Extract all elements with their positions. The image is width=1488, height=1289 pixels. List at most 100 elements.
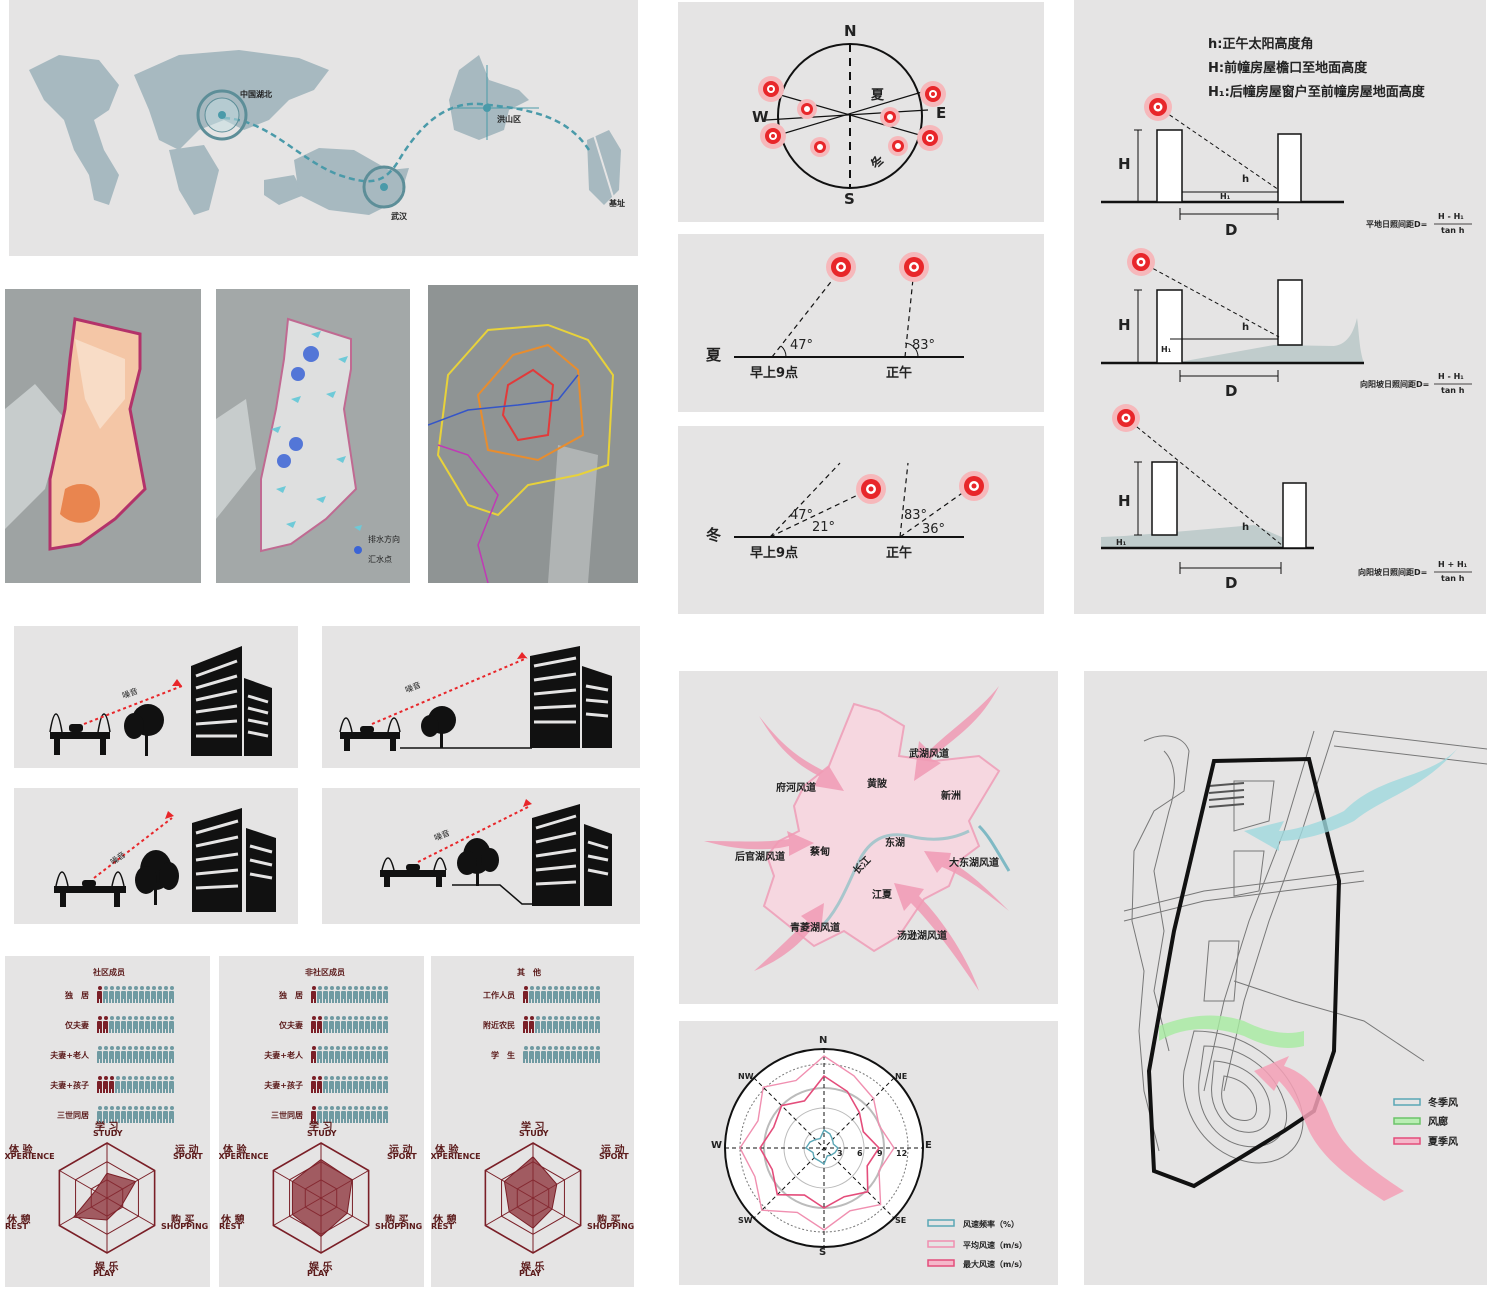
drainage-map-graphic	[216, 317, 362, 554]
winter-time-morning: 早上9点	[750, 546, 799, 561]
person-icon	[151, 1046, 156, 1063]
person-icon	[335, 1106, 340, 1123]
radar-axis-label-en: SPORT	[173, 1152, 203, 1161]
formula-3-num: H + H₁	[1438, 560, 1468, 569]
person-icon	[383, 986, 388, 1003]
radar-axis-label: 休 憩	[433, 1215, 457, 1226]
person-icon	[547, 986, 552, 1003]
hubei-shape	[294, 148, 409, 215]
wind-corridor-graphic	[704, 686, 1011, 991]
person-icon	[127, 986, 132, 1003]
radar-axis-label: 购 买	[171, 1215, 195, 1226]
person-icon	[127, 1016, 132, 1033]
site-wind-graphic	[1123, 730, 1487, 1201]
user-row-label: 学 生	[491, 1051, 515, 1060]
person-icon	[583, 1046, 588, 1063]
noise-panel-4: 噪音	[322, 788, 640, 924]
radar-axis-label-en: EXPERIENCE	[431, 1152, 481, 1161]
corridor-band	[1159, 1015, 1304, 1048]
wuhan-outline	[762, 702, 1001, 953]
person-icon	[341, 1076, 346, 1093]
site-legend-winter: 冬季风	[1428, 1098, 1458, 1109]
legend-drain-direction: 排水方向	[368, 535, 400, 544]
drainage-map-panel: 排水方向 汇水点	[216, 289, 410, 583]
person-icon	[133, 1076, 138, 1093]
person-icon	[559, 1016, 564, 1033]
d3-D: D	[1225, 574, 1238, 592]
hongshan-shape	[449, 55, 529, 140]
user-row-label: 仅夫妻	[65, 1021, 89, 1030]
person-icon	[365, 1046, 370, 1063]
radar-area	[503, 1156, 558, 1229]
d2-H: H	[1118, 316, 1131, 334]
radar-axis-label: 娱 乐	[95, 1262, 119, 1273]
person-icon	[169, 986, 174, 1003]
person-icon	[329, 1046, 334, 1063]
rose-tick-3: 3	[837, 1149, 843, 1158]
person-icon	[353, 1106, 358, 1123]
person-icon	[151, 986, 156, 1003]
d2-D: D	[1225, 382, 1238, 400]
person-icon	[553, 1016, 558, 1033]
person-icon	[145, 1106, 150, 1123]
summer-sun-graphic	[734, 252, 964, 358]
person-icon	[529, 986, 534, 1003]
wind-series-max	[739, 1055, 895, 1231]
person-icon	[341, 1106, 346, 1123]
user-row-label: 夫妻+孩子	[264, 1081, 303, 1090]
site-legend-summer: 夏季风	[1428, 1137, 1458, 1148]
person-icon	[341, 986, 346, 1003]
person-icon	[127, 1076, 132, 1093]
noise-panel-2: 噪音	[322, 626, 640, 768]
radar-axis-label: 运 动	[175, 1145, 199, 1156]
location-map-graphic	[29, 50, 621, 215]
person-icon	[97, 1016, 102, 1033]
radar-axis-label: 娱 乐	[521, 1262, 545, 1273]
compass-summer: 夏	[871, 88, 885, 103]
person-icon	[317, 1016, 322, 1033]
person-icon	[347, 1016, 352, 1033]
d3-H1: H₁	[1116, 538, 1127, 547]
person-icon	[311, 986, 316, 1003]
radar-axis-label-en: REST	[5, 1222, 28, 1231]
person-icon	[169, 1046, 174, 1063]
person-icon	[157, 1046, 162, 1063]
person-icon	[317, 1076, 322, 1093]
rose-legend-frequency: 风速频率（%）	[963, 1220, 1020, 1229]
person-icon	[571, 986, 576, 1003]
person-icon	[115, 1046, 120, 1063]
wind-rose-graphic	[724, 1048, 955, 1267]
sun-spacing-graphic	[1101, 93, 1472, 574]
noise-graphic-2	[339, 646, 612, 751]
radar-axis-label: 休 憩	[7, 1215, 31, 1226]
person-icon	[571, 1046, 576, 1063]
person-icon	[323, 1076, 328, 1093]
compass-north: N	[844, 22, 857, 40]
radar-axis-label-en: SHOPPING	[375, 1222, 423, 1231]
person-icon	[323, 1016, 328, 1033]
person-icon	[139, 1106, 144, 1123]
radar-axis-label-en: STUDY	[93, 1129, 123, 1138]
person-icon	[377, 986, 382, 1003]
person-icon	[157, 1076, 162, 1093]
radar-axis-label: 体 验	[9, 1145, 33, 1156]
person-icon	[151, 1106, 156, 1123]
rose-legend-max: 最大风速（m/s）	[963, 1260, 1028, 1269]
person-icon	[323, 1046, 328, 1063]
user-row-label: 仅夫妻	[279, 1021, 303, 1030]
rose-SW: SW	[738, 1216, 753, 1225]
world-australia	[264, 175, 304, 205]
person-icon	[317, 986, 322, 1003]
radar-axis-label: 体 验	[223, 1145, 247, 1156]
person-icon	[133, 986, 138, 1003]
person-icon	[163, 1106, 168, 1123]
compass-west: W	[752, 108, 769, 126]
person-icon	[353, 1016, 358, 1033]
person-icon	[311, 1046, 316, 1063]
corridor-fuhe: 府河风道	[776, 783, 816, 794]
world-eurasia	[134, 50, 329, 150]
user-row-label: 附近农民	[483, 1021, 515, 1030]
person-icon	[103, 1106, 108, 1123]
district-huangpi: 黄陂	[867, 779, 887, 790]
